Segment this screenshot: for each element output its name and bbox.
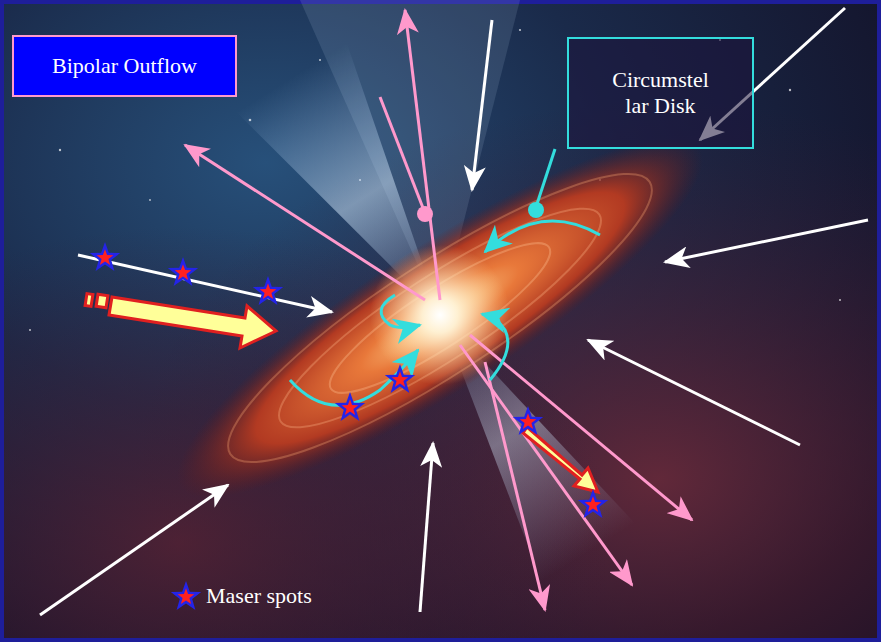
box-label: Bipolar Outflow: [52, 53, 197, 79]
legend-label: Maser spots: [206, 583, 312, 609]
box-label: Circumstel lar Disk: [605, 67, 717, 120]
legend-star: [171, 581, 201, 610]
outflow-label-box: Bipolar Outflow: [12, 35, 237, 97]
disk-label-box: Circumstel lar Disk: [567, 37, 754, 149]
